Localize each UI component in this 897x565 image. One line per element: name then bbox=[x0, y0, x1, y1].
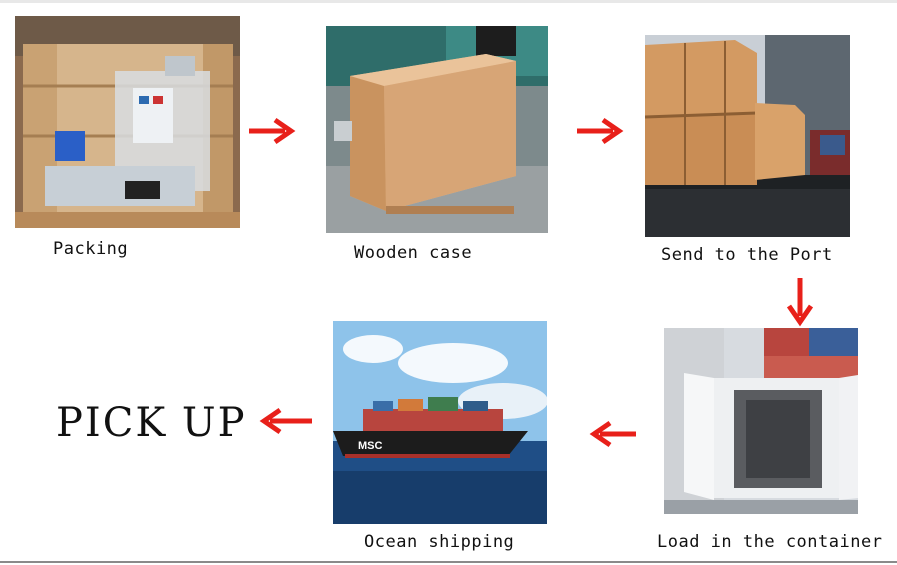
step-label-packing: Packing bbox=[53, 239, 128, 259]
arrow-right-2 bbox=[575, 116, 625, 146]
arrow-left-2 bbox=[258, 406, 314, 436]
packing-photo bbox=[15, 16, 240, 228]
bottom-border bbox=[0, 561, 897, 563]
step-label-send-port: Send to the Port bbox=[661, 245, 833, 265]
container-photo bbox=[664, 328, 858, 514]
wooden-case-photo bbox=[326, 26, 548, 233]
arrow-down bbox=[785, 276, 815, 328]
step-label-wooden-case: Wooden case bbox=[354, 243, 472, 263]
arrow-left-1 bbox=[588, 419, 638, 449]
pick-up-label: PICK UP bbox=[56, 400, 247, 446]
step-label-load-container: Load in the container bbox=[657, 532, 882, 552]
step-label-ocean-shipping: Ocean shipping bbox=[364, 532, 514, 552]
top-border bbox=[0, 0, 897, 3]
send-to-port-photo bbox=[645, 35, 850, 237]
arrow-right-1 bbox=[247, 116, 297, 146]
ship-hull-text: MSC bbox=[358, 440, 383, 452]
ocean-shipping-photo: MSC bbox=[333, 321, 547, 524]
